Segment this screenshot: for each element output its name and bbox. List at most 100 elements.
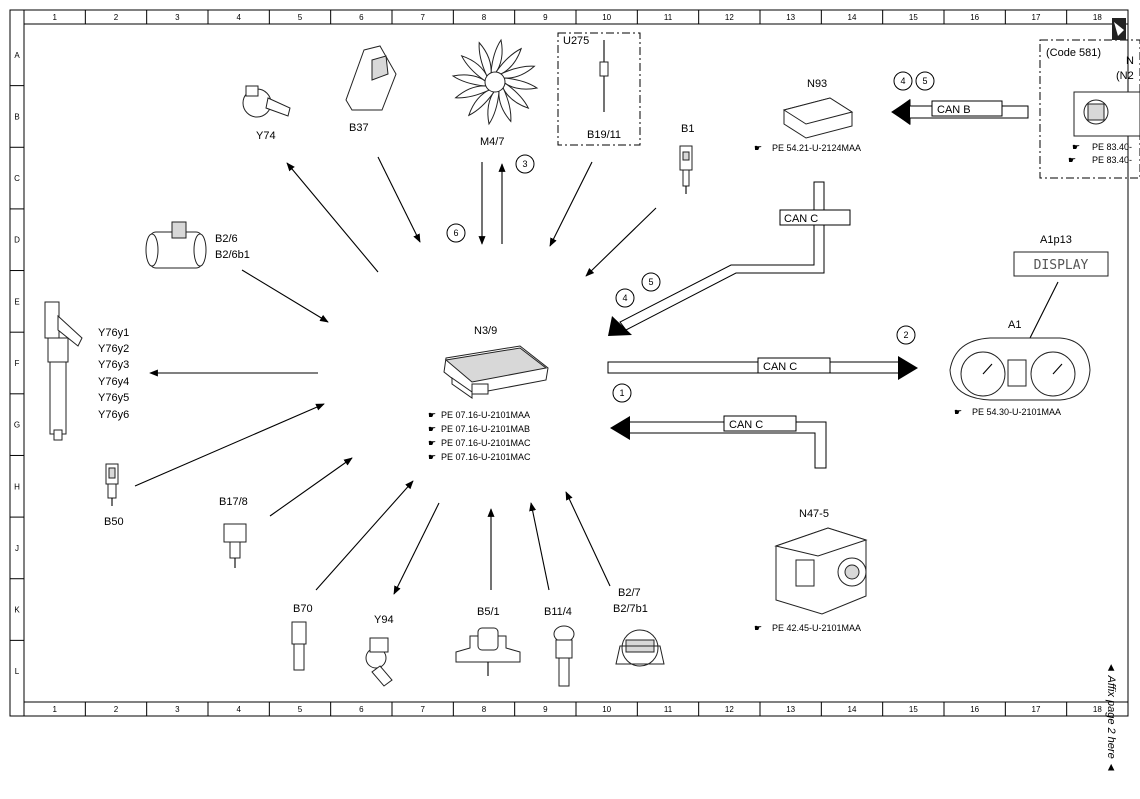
grid-column-label: 7	[420, 13, 425, 22]
grid-row-label: J	[15, 544, 19, 553]
circle-6: 6	[446, 223, 466, 243]
svg-text:B2/6b1: B2/6b1	[215, 249, 250, 261]
grid-column-label: 17	[1032, 13, 1041, 22]
grid-row-label: A	[14, 51, 20, 60]
svg-text:PE 42.45-U-2101MAA: PE 42.45-U-2101MAA	[772, 623, 861, 633]
circle-4-mid: 4	[615, 288, 635, 308]
grid-column-label: 5	[298, 13, 303, 22]
svg-text:U275: U275	[563, 35, 589, 47]
circle-4-top: 4	[893, 71, 913, 91]
grid-column-label: 4	[236, 13, 241, 22]
svg-text:N47-5: N47-5	[799, 508, 829, 520]
grid-column-label: 8	[482, 705, 487, 714]
svg-text:Y94: Y94	[374, 614, 394, 626]
grid-column-label: 9	[543, 13, 548, 22]
component-y94: Y94	[365, 614, 394, 687]
grid-column-label: 10	[602, 705, 611, 714]
component-b2-7: B2/7 B2/7b1	[613, 587, 665, 667]
svg-text:2: 2	[903, 330, 908, 340]
svg-text:B2/6: B2/6	[215, 233, 238, 245]
grid-column-label: 13	[786, 13, 795, 22]
svg-text:4: 4	[900, 76, 905, 86]
grid-column-label: 6	[359, 705, 364, 714]
circle-5-top: 5	[915, 71, 935, 91]
fan-blade	[478, 41, 492, 76]
circle-1: 1	[612, 383, 632, 403]
grid-column-label: 9	[543, 705, 548, 714]
grid-row-label: L	[15, 667, 20, 676]
grid-column-label: 15	[909, 13, 918, 22]
grid-row-label: B	[14, 112, 19, 121]
svg-text:A1: A1	[1008, 319, 1021, 331]
circle-3: 3	[515, 154, 535, 174]
can-c-label-bot: CAN C	[723, 415, 797, 432]
fan-blade	[495, 47, 523, 76]
svg-text:B5/1: B5/1	[477, 606, 500, 618]
svg-text:5: 5	[922, 76, 927, 86]
grid-column-label: 5	[298, 705, 303, 714]
grid-column-label: 10	[602, 13, 611, 22]
can-c-text-bot: CAN C	[729, 419, 763, 431]
grid-column-label: 8	[482, 13, 487, 22]
grid-column-label: 4	[236, 705, 241, 714]
fan-blade	[490, 38, 503, 75]
component-a1-cluster: A1 ☛ PE 54.30-U-2101MAA	[949, 319, 1091, 417]
can-c-label-top: CAN C	[779, 209, 851, 226]
svg-text:B2/7: B2/7	[618, 587, 641, 599]
n3-9-refs: ☛ PE 07.16-U-2101MAA ☛ PE 07.16-U-2101MA…	[428, 410, 531, 462]
grid-column-label: 3	[175, 13, 180, 22]
svg-text:PE 83.40-: PE 83.40-	[1092, 142, 1132, 152]
grid-column-label: 1	[52, 705, 57, 714]
component-n93: N93 ☛ PE 54.21-U-2124MAA	[754, 78, 861, 153]
component-y74: Y74	[242, 85, 291, 142]
grid-row-label: D	[14, 236, 20, 245]
component-a1p13: A1p13 DISPLAY	[1013, 234, 1109, 277]
grid-column-label: 11	[664, 705, 673, 714]
grid-row-label: E	[14, 297, 19, 306]
display-readout: DISPLAY	[1034, 258, 1089, 273]
fan-blade	[454, 85, 489, 99]
can-b-text: CAN B	[937, 104, 971, 116]
component-m4-7-fan: M4/7	[451, 38, 539, 148]
grid-column-label: 18	[1093, 705, 1102, 714]
component-y76-injector: Y76y1 Y76y2 Y76y3 Y76y4 Y76y5 Y76y6	[44, 301, 129, 441]
can-c-label-mid: CAN C	[757, 357, 831, 374]
can-c-bus-mid	[607, 356, 918, 380]
svg-text:B2/7b1: B2/7b1	[613, 603, 648, 615]
y76-labels: Y76y1 Y76y2 Y76y3 Y76y4 Y76y5 Y76y6	[98, 327, 129, 421]
connections	[134, 156, 1059, 595]
circle-2: 2	[896, 325, 916, 345]
svg-text:A1p13: A1p13	[1040, 234, 1072, 246]
circle-5-mid: 5	[641, 272, 661, 292]
component-b50: B50	[104, 463, 124, 528]
svg-text:B11/4: B11/4	[544, 606, 572, 618]
grid-column-label: 6	[359, 13, 364, 22]
grid-column-label: 11	[664, 13, 673, 22]
n3-9-label: N3/9	[474, 325, 497, 337]
svg-text:4: 4	[622, 293, 627, 303]
grid-column-label: 7	[420, 705, 425, 714]
pe-hand-icon: ☛	[1072, 142, 1080, 152]
grid-column-label: 2	[114, 705, 119, 714]
svg-text:Y76y5: Y76y5	[98, 392, 129, 404]
grid-row-label: C	[14, 174, 20, 183]
can-c-bus-top	[608, 181, 825, 336]
grid-column-label: 12	[725, 705, 734, 714]
component-b11-4: B11/4	[544, 606, 575, 687]
component-n2-partial: (Code 581) N (N2 ☛ PE 83.40- ☛ PE 83.40-	[1039, 18, 1140, 179]
svg-text:Y76y4: Y76y4	[98, 376, 129, 388]
svg-text:PE 83.40-: PE 83.40-	[1092, 155, 1132, 165]
svg-text:5: 5	[648, 277, 653, 287]
component-b1: B1	[679, 123, 694, 194]
control-unit-n3-9: N3/9 ☛ PE 07.16-U-2101MAA ☛ PE 07.16-U-2…	[428, 325, 549, 462]
svg-text:PE 07.16-U-2101MAB: PE 07.16-U-2101MAB	[441, 424, 530, 434]
pe-hand-icon: ☛	[428, 424, 436, 434]
svg-text:N: N	[1126, 55, 1134, 67]
grid-column-label: 18	[1093, 13, 1102, 22]
grid-column-label: 1	[52, 13, 57, 22]
grid-column-label: 17	[1032, 705, 1041, 714]
svg-text:1: 1	[619, 388, 624, 398]
pe-hand-icon: ☛	[954, 407, 962, 417]
can-c-text-top: CAN C	[784, 213, 818, 225]
